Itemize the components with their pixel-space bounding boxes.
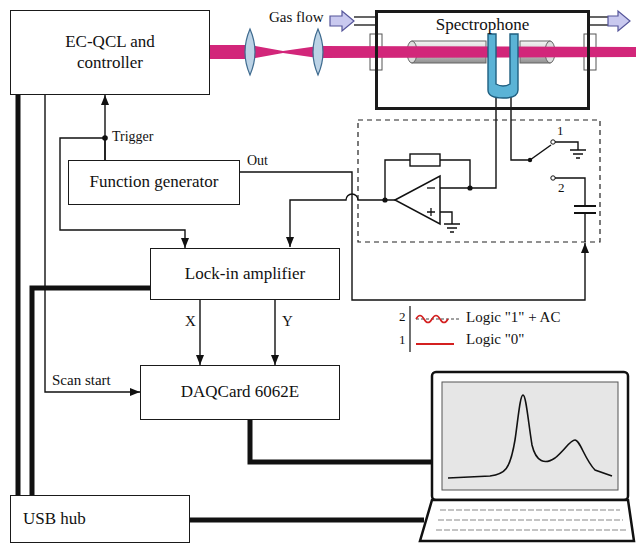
legend-row: Logic "0" <box>414 331 524 348</box>
lock-in-amplifier-box: Lock-in amplifier <box>150 248 340 300</box>
usb-cable <box>32 288 150 495</box>
node-text: USB hub <box>23 509 86 529</box>
logic-level-number: 1 <box>398 333 407 348</box>
preamp-dashed-frame <box>358 120 600 242</box>
gas-inlet-pipe <box>354 17 376 25</box>
switch-position-number: 1 <box>556 124 565 139</box>
daq-card-box: DAQCard 6062E <box>140 365 340 420</box>
usb-cable <box>16 95 21 495</box>
lens <box>313 29 323 75</box>
ground-symbol <box>570 150 586 158</box>
legend-sample <box>414 310 462 326</box>
laptop-screen-frame <box>432 372 628 500</box>
gas-outlet-arrow <box>608 11 630 31</box>
lens <box>245 29 255 75</box>
preamp-output-wire <box>290 194 395 247</box>
legend-line-sample <box>416 315 448 322</box>
signal-wire <box>199 300 200 365</box>
switch-wire <box>555 142 578 150</box>
switch-wire <box>555 178 585 242</box>
usb-cable <box>250 420 432 462</box>
signal-wire <box>274 300 275 365</box>
fork-wire <box>511 95 530 160</box>
laptop-screen <box>442 382 618 490</box>
legend-row: Logic "1" + AC <box>414 309 560 326</box>
node-text: Spectrophone <box>436 15 529 35</box>
plus-sign <box>427 208 435 216</box>
function-generator-box: Function generator <box>68 160 240 205</box>
signal-label: Scan start <box>51 372 112 389</box>
gas-inlet-arrow <box>330 11 354 31</box>
node-text: Function generator <box>90 172 219 192</box>
switch-contact <box>551 176 555 180</box>
logic-axis <box>409 306 410 352</box>
channel-label: Y <box>281 313 294 330</box>
op-amp-symbol <box>395 176 440 224</box>
legend-text: Logic "0" <box>462 331 524 348</box>
legend-line-sample <box>416 343 454 345</box>
tuning-fork <box>488 34 518 98</box>
laser-controller-box: EC-QCL and controller <box>10 10 210 95</box>
junction-dot <box>467 185 472 190</box>
signal-label: Out <box>246 153 269 169</box>
switch-position-number: 2 <box>557 181 566 196</box>
ground-wire <box>440 212 452 224</box>
node-text: DAQCard 6062E <box>181 382 300 402</box>
laptop-keyboard <box>420 500 634 541</box>
ground-symbol <box>444 224 460 232</box>
laptop-keys <box>436 510 626 530</box>
node-text: EC-QCL and controller <box>51 32 169 73</box>
capacitor-symbol <box>574 206 596 213</box>
spectrophone-cell: Spectrophone <box>375 10 590 110</box>
logic-level-number: 2 <box>398 310 407 325</box>
legend-sample <box>414 332 462 348</box>
legend-text: Logic "1" + AC <box>462 309 560 326</box>
minus-sign <box>427 187 435 188</box>
resistor-symbol <box>410 154 440 166</box>
legend-line-sample <box>416 318 460 319</box>
channel-label: X <box>184 313 197 330</box>
usb-hub-box: USB hub <box>10 495 190 543</box>
node-text: Lock-in amplifier <box>185 264 305 284</box>
usb-cable <box>190 518 424 523</box>
gas-flow-label: Gas flow <box>268 9 325 26</box>
gas-outlet-pipe <box>589 17 608 25</box>
laser-beam <box>210 45 636 59</box>
switch-blade <box>530 145 551 160</box>
trigger-label: Trigger <box>111 129 155 145</box>
spectrum-curve <box>448 395 612 478</box>
switch-contact <box>551 140 555 144</box>
